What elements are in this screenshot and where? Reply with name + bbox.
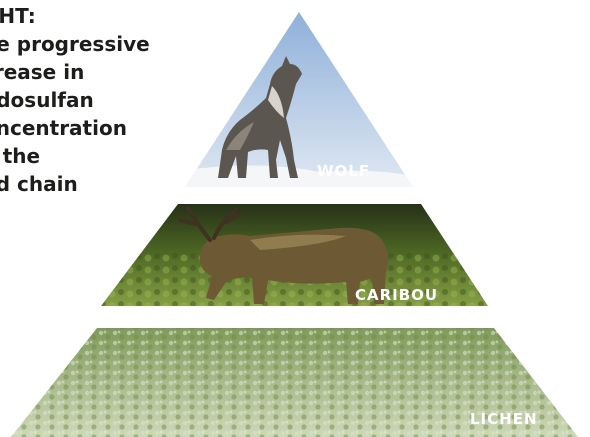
label-lichen: LICHEN [470,410,538,428]
label-caribou: CARIBOU [355,286,438,304]
tier-top-background [185,12,413,187]
label-wolf: WOLF [317,162,370,180]
tier-top: WOLF [185,12,413,187]
tier-bottom: LICHEN [11,328,578,437]
tier-middle: CARIBOU [100,204,490,310]
